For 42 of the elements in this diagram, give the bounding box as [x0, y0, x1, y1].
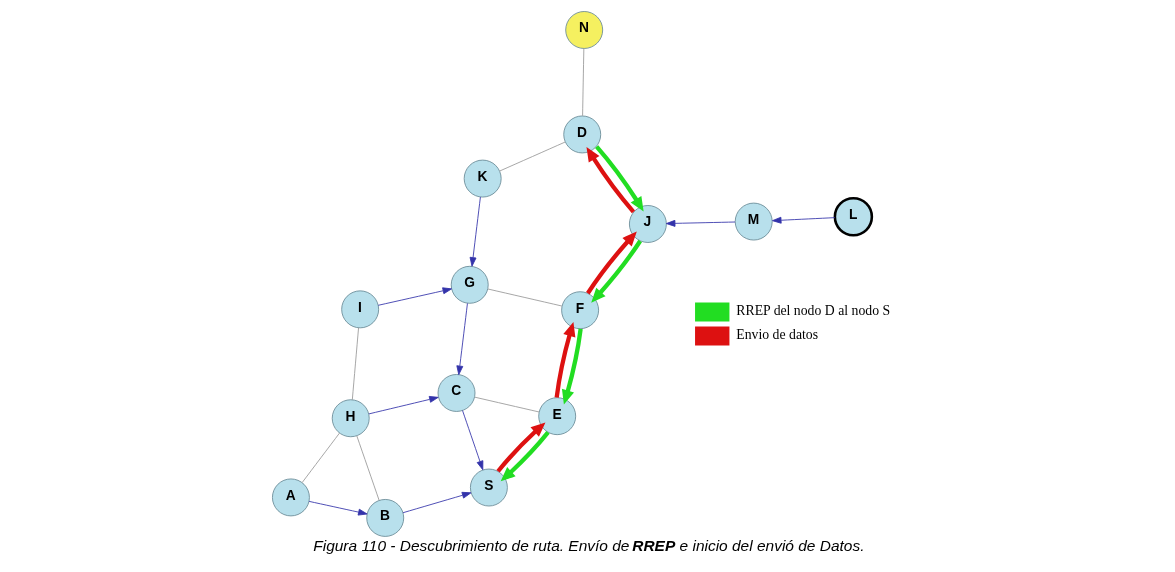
node-circle: M [734, 202, 773, 241]
node-circle: A [271, 478, 310, 517]
connector [473, 396, 540, 413]
node-circle: N [564, 11, 603, 49]
node-circle: K [463, 159, 502, 198]
arrow [495, 422, 545, 473]
connector [351, 327, 359, 401]
node-circle: F [560, 291, 599, 330]
arrow [455, 302, 468, 376]
legend-label: RREP del nodo D al nodo S [735, 303, 890, 319]
node-circle: J [628, 205, 667, 243]
arrow [771, 216, 835, 224]
node-circle: I [340, 290, 379, 329]
node-circle: E [537, 397, 576, 436]
connector [355, 435, 380, 501]
node-circle: S [469, 468, 508, 507]
arrow [308, 500, 368, 516]
connector [581, 48, 584, 117]
arrow [665, 219, 735, 227]
node-circle: H [331, 399, 370, 438]
arrow [461, 410, 483, 471]
legend-label: Envio de datos [735, 327, 818, 343]
arrow [590, 239, 642, 303]
arrow [586, 147, 635, 214]
arrow [585, 231, 637, 295]
arrow [377, 287, 452, 306]
node-circle: L [833, 196, 873, 237]
arrow [561, 328, 583, 405]
caption: Figura 110 - Descubrimiento de ruta. Envío de RREP e inicio del envió de Datos. [312, 537, 864, 555]
arrow [402, 491, 471, 514]
node-circle: B [365, 499, 404, 537]
node-circle: C [437, 374, 475, 412]
connector [301, 432, 340, 483]
arrow [554, 321, 575, 398]
arrow [469, 196, 481, 267]
connector [498, 141, 565, 172]
node-circle: D [562, 115, 601, 154]
node-circle: G [450, 265, 489, 304]
arrow [594, 145, 644, 212]
arrow [500, 431, 550, 482]
connector [487, 288, 562, 307]
arrow [367, 396, 439, 415]
